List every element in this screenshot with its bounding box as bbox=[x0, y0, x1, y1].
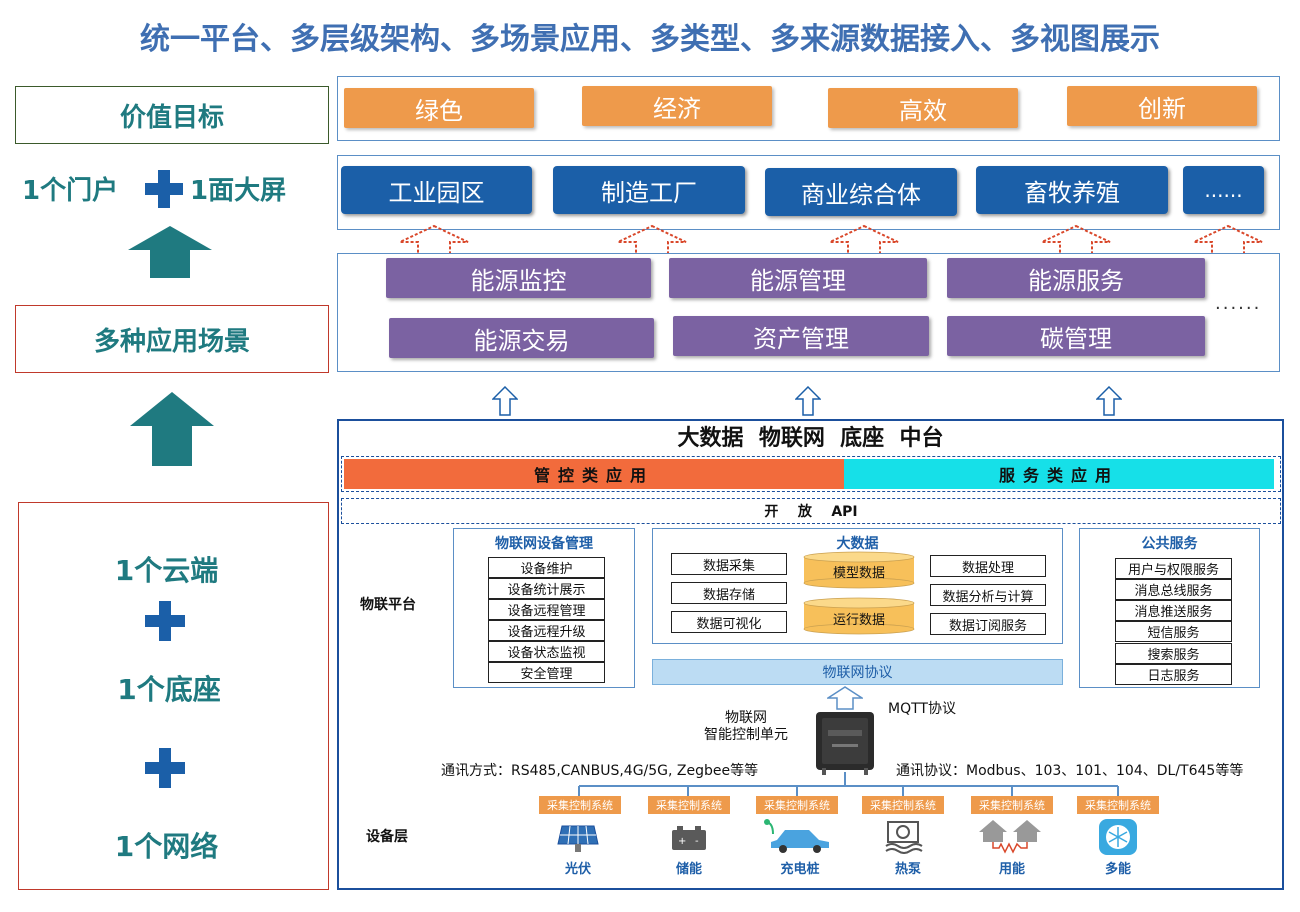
page-title: 统一平台、多层级架构、多场景应用、多类型、多来源数据接入、多视图展示 bbox=[140, 22, 1160, 57]
arrow-up-icon bbox=[130, 392, 214, 466]
snowflake-icon bbox=[1098, 818, 1138, 856]
plus-icon bbox=[145, 170, 183, 208]
app-more: ...... bbox=[1215, 293, 1262, 314]
device-label: 光伏 bbox=[564, 862, 591, 877]
svg-text:-: - bbox=[695, 836, 699, 847]
db-model-label: 模型数据 bbox=[832, 566, 885, 581]
control-unit-label-2: 智能控制单元 bbox=[704, 727, 788, 743]
iot-platform-label: 物联平台 bbox=[360, 597, 416, 613]
public-service-item: 短信服务 bbox=[1115, 621, 1232, 642]
public-service-item: 日志服务 bbox=[1115, 664, 1232, 685]
base-label: 1个底座 bbox=[117, 673, 221, 706]
houses-icon bbox=[977, 816, 1047, 854]
comm-method-label: 通讯方式：RS485,CANBUS,4G/5G, Zegbee等等 bbox=[441, 763, 759, 779]
industry-item-more: ...... bbox=[1183, 166, 1264, 214]
acquisition-system-box: 采集控制系统 bbox=[539, 796, 621, 814]
service-apps-bar: 服务类应用 bbox=[844, 459, 1274, 489]
screen-label: 1面大屏 bbox=[190, 176, 287, 206]
cloud-label: 1个云端 bbox=[114, 554, 219, 587]
value-goal-label: 价值目标 bbox=[15, 86, 329, 144]
control-unit-label-1: 物联网 bbox=[725, 710, 767, 726]
app-item: 能源交易 bbox=[389, 318, 654, 358]
bigdata-item: 数据处理 bbox=[930, 555, 1046, 577]
mqtt-label: MQTT协议 bbox=[888, 701, 956, 717]
infrastructure-box: 1个云端 1个底座 1个网络 bbox=[18, 502, 329, 890]
gateway-device-icon bbox=[812, 710, 878, 776]
solar-panel-icon bbox=[556, 822, 600, 854]
db-runtime-label: 运行数据 bbox=[832, 613, 885, 628]
hollow-arrow-up-icon bbox=[825, 686, 865, 710]
app-item: 资产管理 bbox=[673, 316, 929, 356]
database-icon bbox=[803, 551, 915, 589]
value-item: 高效 bbox=[828, 88, 1018, 128]
hollow-arrow-up-icon bbox=[1095, 385, 1123, 416]
acquisition-system-box: 采集控制系统 bbox=[756, 796, 838, 814]
device-mgmt-item: 设备统计展示 bbox=[488, 578, 605, 599]
bigdata-item: 数据采集 bbox=[671, 553, 787, 575]
app-category-strip bbox=[341, 456, 1281, 492]
bigdata-item: 数据分析与计算 bbox=[930, 584, 1046, 606]
device-mgmt-item: 设备远程升级 bbox=[488, 620, 605, 641]
scenarios-label: 多种应用场景 bbox=[15, 305, 329, 373]
database-icon bbox=[803, 597, 915, 635]
public-service-item: 消息总线服务 bbox=[1115, 579, 1232, 600]
bigdata-item: 数据订阅服务 bbox=[930, 613, 1046, 635]
industry-item: 畜牧养殖 bbox=[976, 166, 1168, 214]
arrow-up-icon bbox=[128, 226, 212, 278]
bus-lines bbox=[520, 772, 1160, 802]
device-label: 多能 bbox=[1104, 862, 1131, 877]
control-apps-bar: 管控类应用 bbox=[344, 459, 844, 489]
device-mgmt-item: 设备状态监视 bbox=[488, 641, 605, 662]
comm-protocol-label: 通讯协议：Modbus、103、101、104、DL/T645等等 bbox=[896, 763, 1244, 779]
device-label: 热泵 bbox=[894, 862, 921, 877]
open-api-bar: 开 放 API bbox=[341, 498, 1281, 524]
hollow-arrow-up-icon bbox=[794, 385, 822, 416]
public-services-title: 公共服务 bbox=[1141, 536, 1198, 552]
bigdata-item: 数据可视化 bbox=[671, 611, 787, 633]
acquisition-system-box: 采集控制系统 bbox=[971, 796, 1053, 814]
heat-pump-icon bbox=[884, 820, 924, 854]
iot-protocol-bar: 物联网协议 bbox=[652, 659, 1063, 685]
public-service-item: 用户与权限服务 bbox=[1115, 558, 1232, 579]
app-item: 能源管理 bbox=[669, 258, 927, 298]
device-management-title: 物联网设备管理 bbox=[495, 536, 593, 552]
public-service-item: 搜索服务 bbox=[1115, 643, 1232, 664]
value-item: 绿色 bbox=[344, 88, 534, 128]
value-item: 创新 bbox=[1067, 86, 1257, 126]
device-label: 储能 bbox=[675, 862, 702, 877]
acquisition-system-box: 采集控制系统 bbox=[648, 796, 730, 814]
electric-car-icon bbox=[763, 818, 833, 854]
battery-icon: +- bbox=[670, 824, 708, 852]
acquisition-system-box: 采集控制系统 bbox=[1077, 796, 1159, 814]
platform-title: 大数据 物联网 底座 中台 bbox=[677, 426, 944, 451]
hollow-arrow-up-icon bbox=[491, 385, 519, 416]
device-mgmt-item: 安全管理 bbox=[488, 662, 605, 683]
public-service-item: 消息推送服务 bbox=[1115, 600, 1232, 621]
svg-text:+: + bbox=[678, 836, 686, 847]
industry-item: 商业综合体 bbox=[765, 168, 957, 216]
plus-icon bbox=[145, 748, 185, 788]
plus-icon bbox=[145, 601, 185, 641]
bigdata-item: 数据存储 bbox=[671, 582, 787, 604]
app-item: 能源服务 bbox=[947, 258, 1205, 298]
network-label: 1个网络 bbox=[114, 830, 219, 863]
app-item: 能源监控 bbox=[386, 258, 651, 298]
device-mgmt-item: 设备维护 bbox=[488, 557, 605, 578]
bigdata-title: 大数据 bbox=[836, 536, 879, 552]
device-label: 用能 bbox=[998, 862, 1025, 877]
device-mgmt-item: 设备远程管理 bbox=[488, 599, 605, 620]
industry-item: 制造工厂 bbox=[553, 166, 745, 214]
industry-item: 工业园区 bbox=[341, 166, 532, 214]
device-label: 充电桩 bbox=[780, 862, 820, 877]
value-item: 经济 bbox=[582, 86, 772, 126]
app-item: 碳管理 bbox=[947, 316, 1205, 356]
acquisition-system-box: 采集控制系统 bbox=[862, 796, 944, 814]
device-layer-label: 设备层 bbox=[366, 829, 408, 845]
portal-label: 1个门户 bbox=[22, 176, 119, 206]
